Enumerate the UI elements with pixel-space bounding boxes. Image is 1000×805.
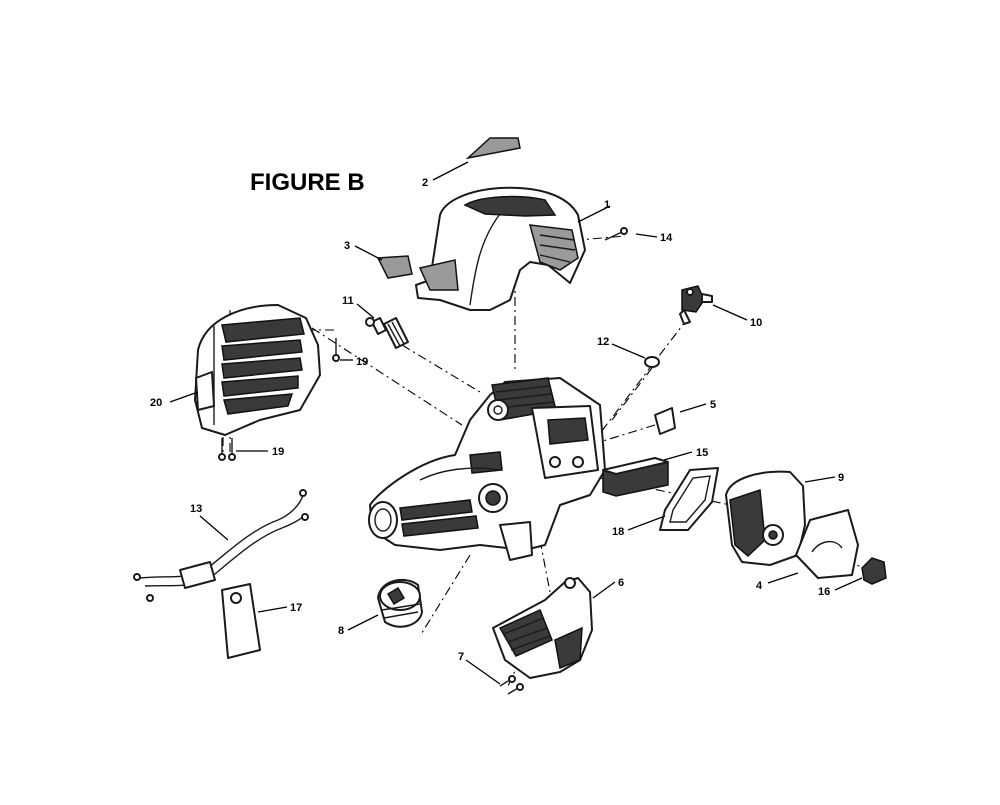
callout-6: 6: [618, 577, 624, 589]
callout-14: 14: [660, 232, 673, 244]
part-5-label: [654, 407, 676, 435]
callout-16: 16: [818, 586, 830, 598]
part-6-lower-cover: [492, 577, 593, 679]
part-19-screws: [218, 338, 340, 461]
part-17-tag: [221, 583, 261, 659]
callout-19-top: 19: [356, 356, 368, 368]
callout-11: 11: [342, 295, 354, 307]
callout-15: 15: [696, 447, 708, 459]
part-16-knob: [861, 557, 887, 585]
callout-9: 9: [838, 472, 844, 484]
part-1-top-cover: [415, 186, 586, 311]
callout-7: 7: [458, 651, 464, 663]
callout-5: 5: [710, 399, 716, 411]
callout-4: 4: [756, 580, 763, 592]
callout-13: 13: [190, 503, 202, 515]
callout-18: 18: [612, 526, 624, 538]
figure-title: FIGURE B: [250, 169, 365, 196]
callout-8: 8: [338, 625, 344, 637]
part-18-gasket: [659, 467, 719, 531]
callout-labels: 2 3 1 14 11 10 12 5 15 9 18 4 16 6 7 8 2…: [150, 177, 844, 663]
leader-lines: [169, 161, 863, 685]
callout-19-bottom: 19: [272, 446, 284, 458]
part-7-screws: [499, 675, 524, 695]
callout-2: 2: [422, 177, 428, 189]
engine-housing: [368, 377, 606, 561]
callout-20: 20: [150, 397, 162, 409]
part-11-spark-plug: [365, 317, 409, 349]
part-15-air-filter: [602, 457, 669, 497]
part-12-o-ring: [644, 356, 660, 368]
callout-12: 12: [597, 336, 609, 348]
callout-1: 1: [604, 199, 610, 211]
part-10-fitting: [679, 285, 713, 325]
part-14-screw: [604, 227, 628, 241]
part-13-wire-harness: [133, 489, 309, 602]
part-20-side-cover: [194, 304, 321, 436]
part-3-label: [376, 255, 413, 279]
part-9-filter-cover: [725, 470, 806, 566]
callout-17: 17: [290, 602, 302, 614]
part-4-shield: [795, 509, 859, 579]
part-2-decal: [465, 137, 521, 160]
callout-3: 3: [344, 240, 350, 252]
callout-10: 10: [750, 317, 762, 329]
part-8-starter: [377, 578, 423, 628]
